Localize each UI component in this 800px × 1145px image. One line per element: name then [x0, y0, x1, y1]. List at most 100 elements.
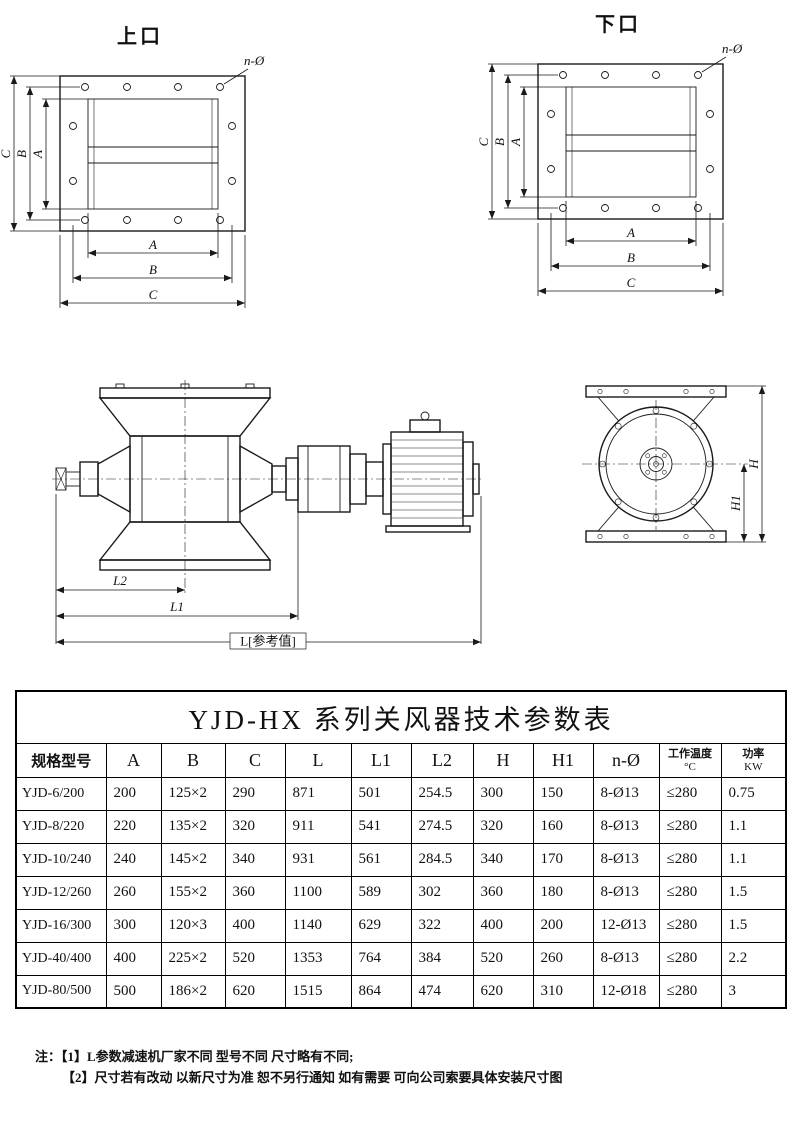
col-header-power: 功率 KW [720, 742, 787, 778]
horizontal-dimensions: A B C [59, 213, 246, 308]
dim-b-bottom-label: B [149, 262, 157, 277]
dim-a-bottom-label: A [626, 225, 635, 240]
col-header-temp-unit: °C [684, 760, 696, 773]
value-cell: 1.5 [720, 875, 787, 910]
value-cell: 400 [105, 941, 162, 976]
value-cell: 180 [532, 875, 594, 910]
value-cell: ≤280 [658, 776, 722, 811]
spec-table: YJD-HX 系列关风器技术参数表 规格型号 A B C L L1 L2 H H… [15, 690, 788, 1009]
value-cell: 12-Ø18 [592, 974, 660, 1009]
upper-port-drawing: 上口 [0, 20, 280, 318]
value-cell: 12-Ø13 [592, 908, 660, 943]
table-title-row: YJD-HX 系列关风器技术参数表 [15, 690, 787, 744]
note-text-1: 【1】L参数减速机厂家不同 型号不同 尺寸略有不同; [61, 1049, 354, 1064]
value-cell: ≤280 [658, 908, 722, 943]
end-view-drawing: H1 H [578, 382, 773, 559]
col-header-l: L [284, 742, 352, 778]
lower-port-title: 下口 [595, 14, 641, 36]
dim-h1-label: H1 [728, 495, 743, 512]
value-cell: 620 [472, 974, 534, 1009]
value-cell: 225×2 [160, 941, 226, 976]
value-cell: 254.5 [410, 776, 474, 811]
value-cell: 501 [350, 776, 412, 811]
height-dimensions: H1 H [726, 385, 766, 543]
dim-h-label: H [746, 459, 761, 470]
dim-l1-label: L1 [169, 599, 184, 614]
value-cell: 360 [472, 875, 534, 910]
value-cell: 160 [532, 809, 594, 844]
value-cell: 200 [105, 776, 162, 811]
col-header-power-label: 功率 [742, 747, 765, 760]
col-header-nbolt: n-Ø [592, 742, 660, 778]
value-cell: 474 [410, 974, 474, 1009]
dim-c-left-label: C [0, 149, 13, 158]
value-cell: 360 [224, 875, 286, 910]
table-header-row: 规格型号 A B C L L1 L2 H H1 n-Ø 工作温度 °C 功率 K… [15, 742, 787, 778]
value-cell: 220 [105, 809, 162, 844]
value-cell: 300 [105, 908, 162, 943]
dim-a-left-label: A [508, 138, 523, 147]
value-cell: 125×2 [160, 776, 226, 811]
value-cell: 1.1 [720, 842, 787, 877]
lower-port-drawing: 下口 [476, 8, 758, 306]
bolt-callout: n-Ø [223, 53, 265, 85]
model-cell: YJD-80/500 [15, 974, 107, 1009]
note-line-1: 注：【1】L参数减速机厂家不同 型号不同 尺寸略有不同; [35, 1046, 775, 1067]
dim-a-bottom-label: A [148, 237, 157, 252]
value-cell: 240 [105, 842, 162, 877]
value-cell: 302 [410, 875, 474, 910]
value-cell: 1353 [284, 941, 352, 976]
value-cell: 8-Ø13 [592, 809, 660, 844]
col-header-a: A [105, 742, 162, 778]
value-cell: 135×2 [160, 809, 226, 844]
bolt-callout-label: n-Ø [244, 53, 265, 68]
value-cell: 620 [224, 974, 286, 1009]
value-cell: 400 [224, 908, 286, 943]
model-cell: YJD-40/400 [15, 941, 107, 976]
value-cell: 120×3 [160, 908, 226, 943]
value-cell: ≤280 [658, 842, 722, 877]
value-cell: 170 [532, 842, 594, 877]
dim-l-ref-label: L[参考值] [240, 634, 296, 649]
value-cell: 911 [284, 809, 352, 844]
dim-b-left-label: B [492, 138, 507, 146]
value-cell: ≤280 [658, 941, 722, 976]
col-header-l1: L1 [350, 742, 412, 778]
flange-outline [537, 63, 724, 220]
value-cell: 520 [224, 941, 286, 976]
dim-c-left-label: C [478, 137, 491, 146]
value-cell: 864 [350, 974, 412, 1009]
value-cell: 1100 [284, 875, 352, 910]
centerlines [582, 400, 748, 530]
vertical-dimensions: A B C [476, 63, 566, 220]
centerlines [52, 380, 482, 594]
value-cell: 8-Ø13 [592, 776, 660, 811]
bolt-callout: n-Ø [701, 41, 743, 73]
model-cell: YJD-16/300 [15, 908, 107, 943]
dim-b-bottom-label: B [627, 250, 635, 265]
col-header-model: 规格型号 [15, 742, 107, 778]
model-cell: YJD-8/220 [15, 809, 107, 844]
dim-c-bottom-label: C [149, 287, 158, 302]
value-cell: 2.2 [720, 941, 787, 976]
value-cell: 764 [350, 941, 412, 976]
col-header-h1: H1 [532, 742, 594, 778]
value-cell: 200 [532, 908, 594, 943]
dim-l2-label: L2 [112, 573, 127, 588]
gearbox [239, 444, 384, 514]
value-cell: 260 [532, 941, 594, 976]
value-cell: 274.5 [410, 809, 474, 844]
col-header-temp-label: 工作温度 [668, 747, 712, 760]
bolt-holes [69, 83, 236, 224]
length-dimensions: L2 L1 L[参考值] [55, 494, 482, 650]
value-cell: 541 [350, 809, 412, 844]
value-cell: 340 [472, 842, 534, 877]
